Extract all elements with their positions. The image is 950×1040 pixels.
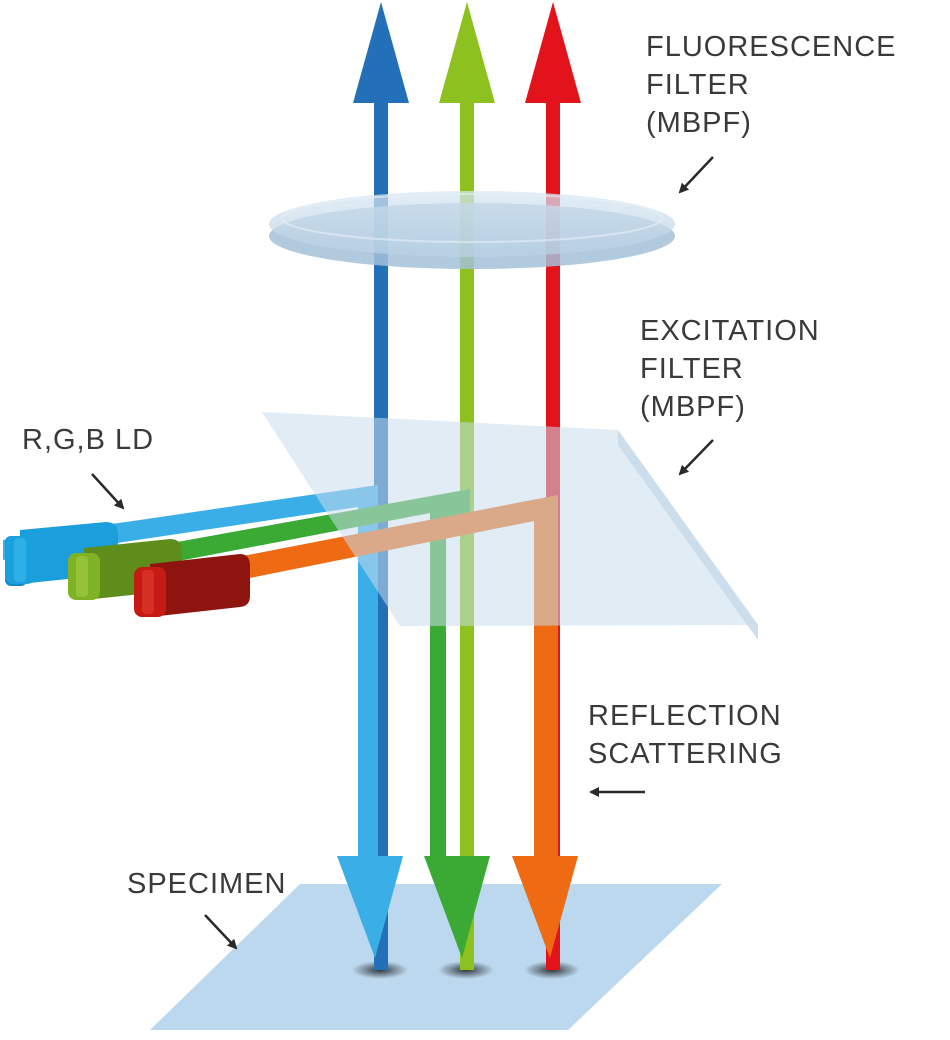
specimen-label: SPECIMEN	[127, 865, 286, 903]
fluorescence-filter-label-line-2: FILTER	[646, 69, 750, 101]
green-down-arrowhead	[424, 856, 490, 958]
reflection-scattering-label-line-2: SCATTERING	[588, 738, 783, 770]
excitation-filter-label-line-3: (MBPF)	[640, 391, 746, 423]
fluorescence-filter-label-line-3: (MBPF)	[646, 107, 752, 139]
rgb-ld-label-text: R,G,B LD	[22, 424, 155, 456]
fluorescence-filter-highlight	[281, 193, 663, 243]
reflection-scattering-label-line-1: REFLECTION	[588, 700, 782, 732]
fluorescence-filter-label-line-1: FLUORESCENCE	[646, 31, 897, 63]
rgb-ld-pointer-icon	[91, 473, 125, 510]
rgb-ld-label: R,G,B LD	[22, 421, 154, 459]
excitation-filter-label: EXCITATION FILTER (MBPF)	[640, 312, 820, 426]
excitation-filter-plate	[262, 412, 758, 626]
fluorescence-filter-label: FLUORESCENCE FILTER (MBPF)	[646, 28, 897, 142]
red-down-arrowhead	[512, 856, 578, 958]
fluorescence-filter-pointer-icon	[678, 156, 714, 194]
reflection-scattering-label: REFLECTION SCATTERING	[588, 697, 783, 773]
specimen-plane	[150, 884, 722, 1030]
fluorescence-filter-lens	[269, 191, 675, 257]
excitation-filter-pointer-icon	[678, 439, 714, 476]
specimen-pointer-icon	[204, 914, 238, 950]
red-laser-diode-icon	[134, 554, 250, 617]
excitation-filter-label-line-2: FILTER	[640, 353, 744, 385]
blue-down-arrowhead	[337, 856, 403, 958]
specimen-label-text: SPECIMEN	[127, 868, 287, 900]
red-up-arrowhead	[525, 2, 581, 103]
blue-up-arrowhead	[353, 2, 409, 103]
green-up-arrowhead	[439, 2, 495, 103]
excitation-filter-label-line-1: EXCITATION	[640, 315, 820, 347]
